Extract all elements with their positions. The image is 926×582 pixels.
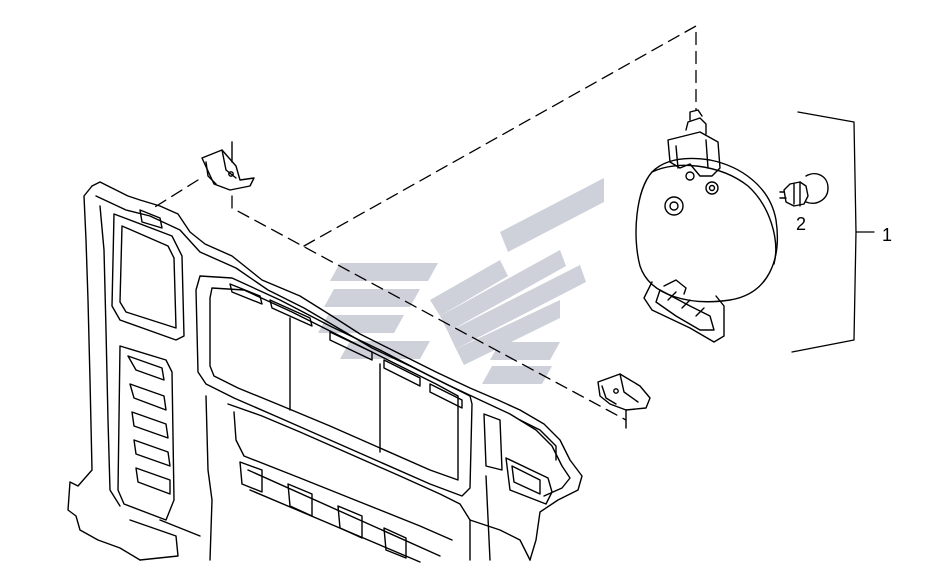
- dashed-assembly-line-top: [303, 24, 697, 247]
- lamp-bulb: [779, 172, 829, 207]
- watermark-logo: [318, 178, 604, 384]
- mounting-bracket-right: [597, 373, 651, 429]
- dashed-assembly-line-left: [149, 179, 199, 211]
- cab-rear-panel: [67, 181, 583, 563]
- dashed-assembly-line-bottom: [231, 195, 627, 421]
- callout-bulb-number: 2: [796, 214, 806, 234]
- work-lamp-housing: [635, 109, 778, 343]
- mounting-bracket-left: [201, 141, 255, 191]
- callout-lamp-assembly-number: 1: [882, 225, 892, 245]
